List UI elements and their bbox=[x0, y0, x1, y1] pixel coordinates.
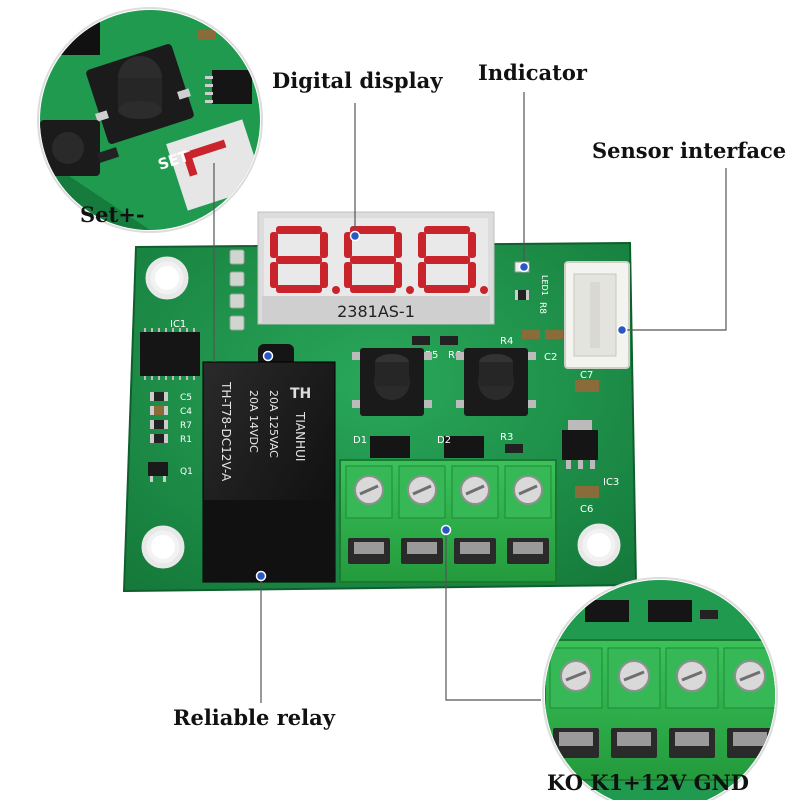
relay-logo: TH bbox=[290, 386, 311, 402]
silk-r8: R8 bbox=[537, 302, 547, 314]
terminal-block bbox=[339, 459, 557, 583]
silk-r1: R1 bbox=[180, 435, 192, 445]
main-pcb: IC1 C5 C4 R7 R1 Q1 bbox=[122, 211, 638, 593]
silk-r6: R6 bbox=[448, 350, 461, 361]
mounting-hole bbox=[145, 256, 189, 300]
silk-c6: C6 bbox=[580, 504, 593, 515]
screw bbox=[513, 475, 543, 505]
relay: TH bbox=[202, 361, 336, 583]
silk-d1: D1 bbox=[353, 435, 367, 446]
sensor-connector bbox=[564, 261, 630, 369]
screw bbox=[407, 475, 437, 505]
silk-r4: R4 bbox=[500, 336, 513, 347]
silk-r7: R7 bbox=[180, 421, 192, 431]
smd-components-left bbox=[148, 392, 168, 482]
screw bbox=[560, 660, 592, 692]
tactile-button bbox=[352, 348, 432, 416]
screw bbox=[676, 660, 708, 692]
leader-lines bbox=[213, 92, 727, 703]
ic3-regulator bbox=[562, 420, 599, 498]
label-set-buttons: Set+- bbox=[80, 202, 145, 227]
relay-rating-dc: 20A 14VDC bbox=[247, 390, 260, 453]
label-terminals: KO K1+12V GND bbox=[547, 770, 749, 795]
tactile-button bbox=[456, 348, 536, 416]
screw bbox=[618, 660, 650, 692]
label-indicator: Indicator bbox=[478, 60, 587, 85]
screw bbox=[354, 475, 384, 505]
silk-c5: C5 bbox=[180, 393, 192, 403]
mounting-hole bbox=[141, 525, 185, 569]
silk-led1: LED1 bbox=[540, 275, 549, 296]
label-sensor-interface: Sensor interface bbox=[592, 138, 787, 163]
silk-q1: Q1 bbox=[180, 467, 193, 477]
silk-ic3: IC3 bbox=[603, 477, 619, 488]
silk-r3: R3 bbox=[500, 432, 513, 443]
relay-brand: TIANHUI bbox=[293, 411, 307, 461]
header-pads bbox=[229, 249, 245, 331]
relay-model: TH-T78-DC12V-A bbox=[219, 381, 233, 482]
silk-ic1: IC1 bbox=[170, 319, 186, 330]
silk-c4: C4 bbox=[180, 407, 192, 417]
diodes bbox=[370, 436, 523, 458]
silk-c7: C7 bbox=[580, 370, 593, 381]
mounting-hole bbox=[577, 523, 621, 567]
silk-c2: C2 bbox=[544, 352, 557, 363]
screw bbox=[460, 475, 490, 505]
ic1-chip bbox=[140, 328, 200, 380]
screw bbox=[734, 660, 766, 692]
digital-display bbox=[257, 211, 495, 325]
leader-dots bbox=[255, 230, 628, 582]
label-reliable-relay: Reliable relay bbox=[173, 705, 335, 730]
silk-d2: D2 bbox=[437, 435, 451, 446]
smd-components-middle bbox=[412, 330, 599, 392]
zoom-inset-buttons: SET bbox=[37, 7, 263, 233]
relay-rating-ac: 20A 125VAC bbox=[267, 390, 280, 458]
label-digital-display: Digital display bbox=[272, 68, 443, 93]
zoom-inset-terminals bbox=[542, 577, 778, 800]
display-part-number: 2381AS-1 bbox=[337, 302, 415, 321]
